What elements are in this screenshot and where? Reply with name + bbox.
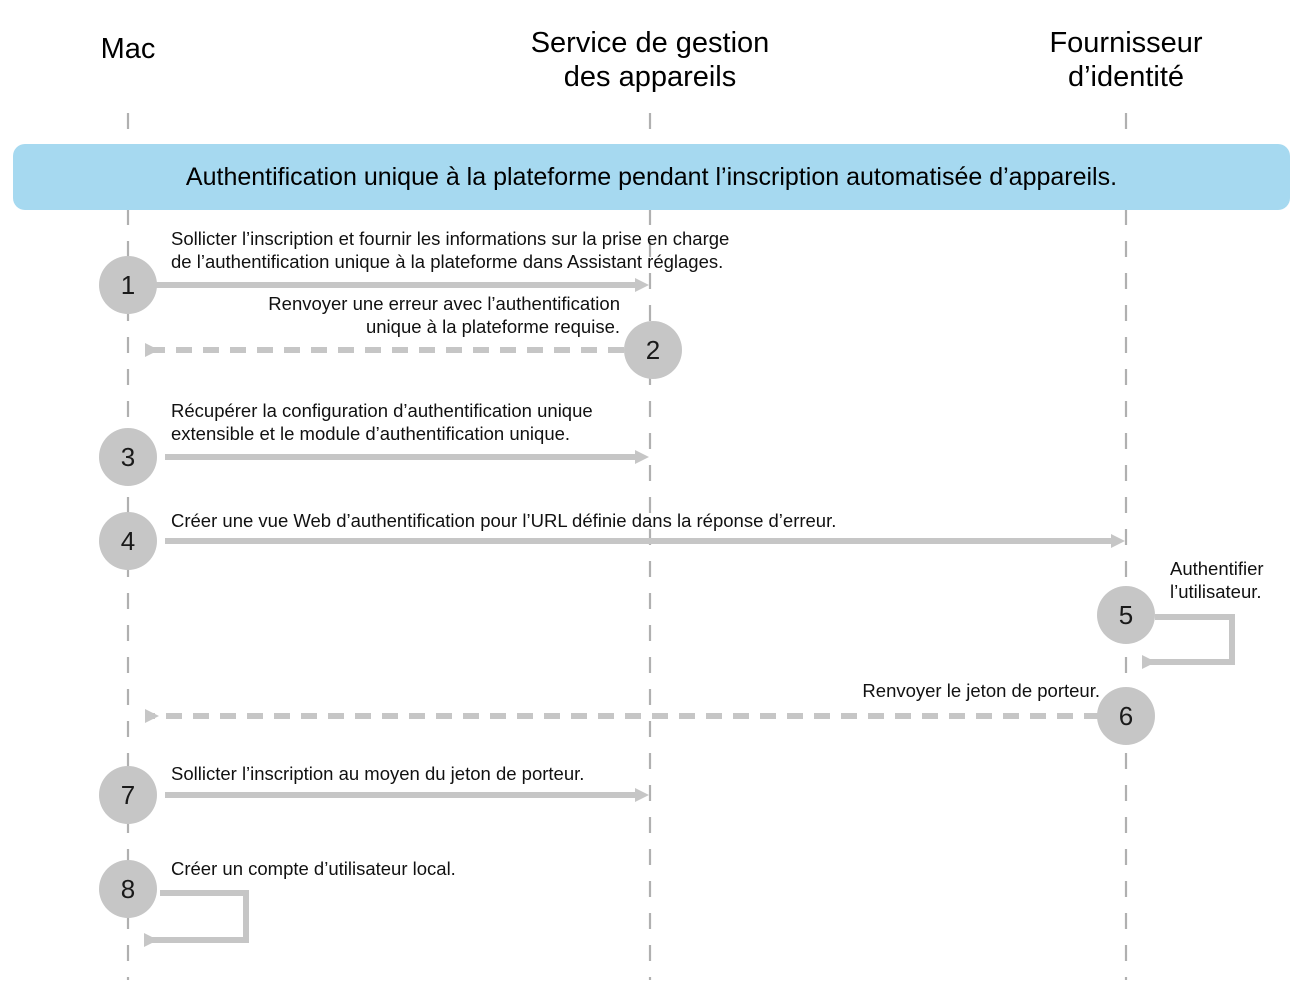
- message-label-step-7: Sollicter l’inscription au moyen du jeto…: [171, 763, 585, 784]
- message-label-step-5: Authentifier l’utilisateur.: [1170, 558, 1264, 602]
- message-label-step-1: Sollicter l’inscription et fournir les i…: [171, 228, 730, 272]
- step-circle-1-label: 1: [120, 269, 136, 300]
- step-circle-3-label: 3: [120, 441, 136, 472]
- step-circle-5-label: 5: [1118, 599, 1134, 630]
- step-circle-4-label: 4: [120, 525, 136, 556]
- step-circle-7-label: 7: [120, 779, 136, 810]
- message-label-step-8: Créer un compte d’utilisateur local.: [171, 858, 456, 879]
- banner-title-text: Authentification unique à la plateforme …: [185, 162, 1118, 191]
- step-circle-5[interactable]: 5: [1097, 586, 1155, 644]
- actor-header-mac: Mac: [100, 33, 156, 65]
- banner-title: Authentification unique à la plateforme …: [13, 144, 1290, 210]
- message-label-step-2: Renvoyer une erreur avec l’authentificat…: [268, 293, 620, 337]
- arrow-step-5-self-loop: [1142, 614, 1235, 669]
- step-circle-6[interactable]: 6: [1097, 687, 1155, 745]
- arrow-step-8-self-loop: [144, 890, 249, 947]
- step-circle-8-label: 8: [120, 873, 136, 904]
- step-circle-8[interactable]: 8: [99, 860, 157, 918]
- message-label-step-3: Récupérer la configuration d’authentific…: [171, 400, 593, 444]
- actor-header-device-management-service: Service de gestion des appareils: [530, 27, 770, 93]
- actor-header-identity-provider: Fournisseur d’identité: [1049, 27, 1203, 93]
- step-circle-3[interactable]: 3: [99, 428, 157, 486]
- step-circle-2[interactable]: 2: [624, 321, 682, 379]
- message-label-step-4: Créer une vue Web d’authentification pou…: [171, 510, 837, 531]
- message-label-step-6: Renvoyer le jeton de porteur.: [862, 680, 1100, 701]
- step-circle-4[interactable]: 4: [99, 512, 157, 570]
- step-circle-2-label: 2: [645, 334, 661, 365]
- step-circle-1[interactable]: 1: [99, 256, 157, 314]
- step-circle-7[interactable]: 7: [99, 766, 157, 824]
- step-circle-6-label: 6: [1118, 700, 1134, 731]
